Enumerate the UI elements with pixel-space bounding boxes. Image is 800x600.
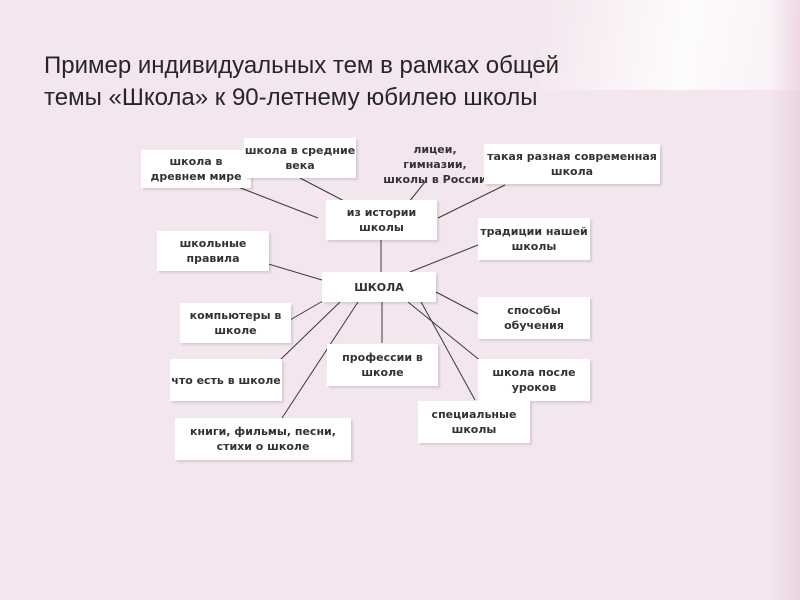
node-ancient-school: школа в древнем мире <box>141 150 251 188</box>
connector-center-methods <box>436 292 478 314</box>
node-medieval-school: школа в средние века <box>244 138 356 178</box>
node-teaching-methods: способы обучения <box>478 297 590 339</box>
node-professions: профессии в школе <box>327 344 438 386</box>
node-modern-school: такая разная современная школа <box>484 144 660 184</box>
node-what-is-in-school: что есть в школе <box>170 359 282 401</box>
node-special-schools: специальные школы <box>418 401 530 443</box>
node-traditions: традиции нашей школы <box>478 218 590 260</box>
node-from-history: из истории школы <box>326 200 437 240</box>
node-lyceums-russia: лицеи, гимназии, школы в России <box>380 145 490 183</box>
connector-history-ancient <box>238 187 318 218</box>
connector-history-modern <box>438 185 505 218</box>
node-books-films: книги, фильмы, песни, стихи о школе <box>175 418 351 460</box>
node-center-school: ШКОЛА <box>322 272 436 302</box>
node-school-rules: школьные правила <box>157 231 269 271</box>
node-after-school: школа после уроков <box>478 359 590 401</box>
node-computers: компьютеры в школе <box>180 303 291 343</box>
connector-center-traditions <box>410 245 478 272</box>
